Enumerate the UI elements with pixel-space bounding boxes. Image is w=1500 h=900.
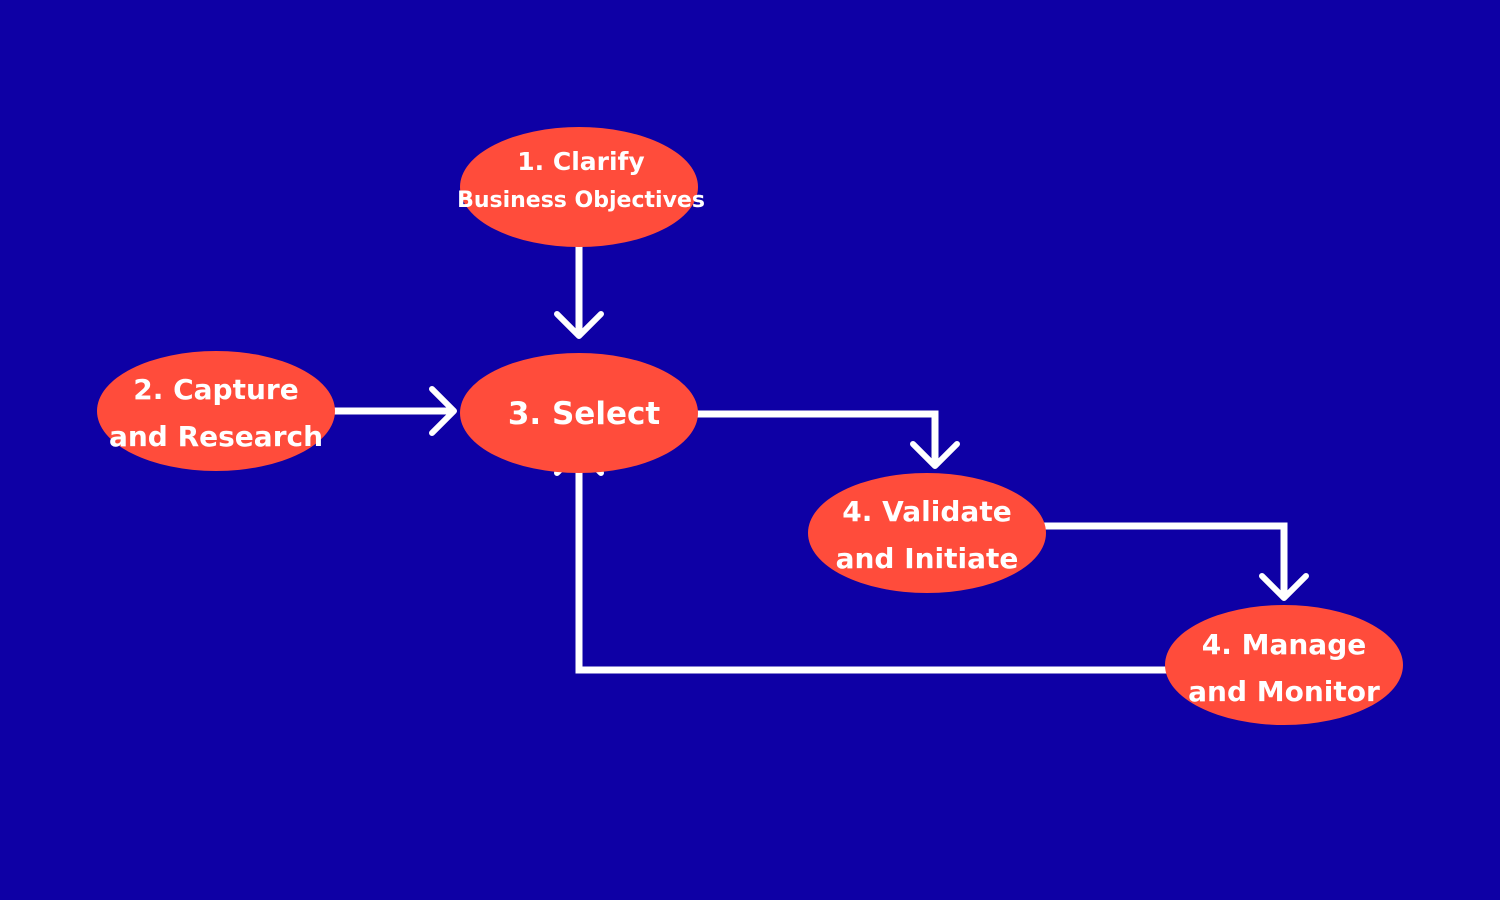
node-select-shape — [460, 353, 698, 473]
connector-clarify-to-select — [554, 238, 604, 339]
node-capture-shape — [97, 351, 335, 471]
node-manage: 4. Manage and Monitor — [1165, 605, 1403, 725]
node-capture-label-line2: and Research — [109, 420, 323, 453]
node-validate-shape — [808, 473, 1046, 593]
node-clarify-label-line1: 1. Clarify — [517, 147, 644, 176]
node-clarify-label-line2: Business Objectives — [457, 188, 705, 213]
connector-validate-to-manage — [1030, 522, 1309, 601]
node-clarify: 1. Clarify Business Objectives — [457, 127, 705, 247]
node-capture: 2. Capture and Research — [97, 351, 335, 471]
node-clarify-shape — [460, 127, 698, 247]
node-manage-label-line2: and Monitor — [1188, 675, 1380, 708]
node-validate-label-line2: and Initiate — [836, 542, 1019, 575]
connector-capture-to-select — [326, 386, 457, 436]
node-select: 3. Select — [460, 353, 698, 473]
node-manage-label-line1: 4. Manage — [1202, 628, 1367, 661]
node-manage-shape — [1165, 605, 1403, 725]
connector-select-to-validate — [694, 410, 960, 469]
node-validate: 4. Validate and Initiate — [808, 473, 1046, 593]
node-select-label: 3. Select — [508, 396, 661, 432]
node-capture-label-line1: 2. Capture — [133, 373, 298, 406]
node-validate-label-line1: 4. Validate — [842, 495, 1011, 528]
